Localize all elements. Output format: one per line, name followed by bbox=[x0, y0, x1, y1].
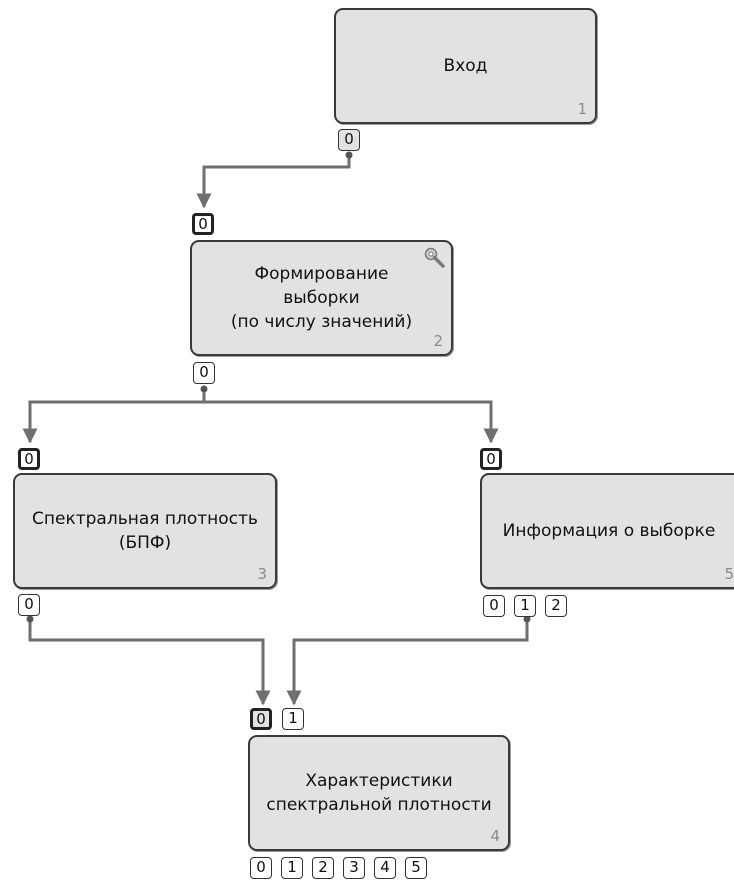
output-port[interactable]: 0 bbox=[338, 129, 360, 151]
node-number: 1 bbox=[577, 100, 587, 118]
wire-dot bbox=[200, 385, 208, 393]
input-port[interactable]: 0 bbox=[18, 448, 40, 470]
wire-3-to-4 bbox=[28, 618, 271, 706]
node-title: Характеристики спектральной плотности bbox=[266, 771, 492, 815]
wire-dot bbox=[523, 615, 531, 623]
output-port[interactable]: 2 bbox=[545, 595, 567, 617]
node-title: Формирование выборки (по числу значений) bbox=[230, 264, 413, 332]
wire-5-to-4 bbox=[286, 618, 529, 706]
node-title: Вход bbox=[443, 56, 488, 76]
wire-2-to-3 bbox=[22, 388, 206, 444]
node-informaciya-o-vyborke[interactable]: Информация о выборке 5 bbox=[480, 473, 734, 589]
output-port[interactable]: 0 bbox=[483, 595, 505, 617]
input-port[interactable]: 1 bbox=[282, 708, 304, 730]
node-vhod[interactable]: Вход 1 bbox=[334, 8, 597, 124]
node-number: 4 bbox=[490, 827, 500, 845]
node-number: 3 bbox=[257, 565, 267, 583]
output-port[interactable]: 1 bbox=[514, 595, 536, 617]
node-spektralnaya-plotnost[interactable]: Спектральная плотность (БПФ) 3 bbox=[13, 473, 277, 589]
wire-dot bbox=[26, 615, 34, 623]
output-port[interactable]: 0 bbox=[193, 362, 215, 384]
wire-dot bbox=[345, 151, 353, 159]
node-number: 5 bbox=[724, 565, 734, 583]
output-port[interactable]: 2 bbox=[312, 857, 334, 879]
output-port[interactable]: 0 bbox=[18, 594, 40, 616]
output-port[interactable]: 5 bbox=[405, 857, 427, 879]
output-port[interactable]: 1 bbox=[281, 857, 303, 879]
wrench-icon[interactable] bbox=[423, 246, 447, 270]
node-number: 2 bbox=[433, 332, 443, 350]
wire-1-to-2 bbox=[196, 154, 351, 209]
output-port[interactable]: 4 bbox=[374, 857, 396, 879]
node-title: Информация о выборке bbox=[502, 521, 716, 541]
input-port[interactable]: 0 bbox=[250, 708, 272, 730]
input-port[interactable]: 0 bbox=[192, 213, 214, 235]
output-port[interactable]: 0 bbox=[250, 857, 272, 879]
output-port[interactable]: 3 bbox=[343, 857, 365, 879]
node-harakteristiki[interactable]: Характеристики спектральной плотности 4 bbox=[248, 735, 510, 851]
node-title: Спектральная плотность (БПФ) bbox=[32, 509, 258, 553]
input-port[interactable]: 0 bbox=[480, 448, 502, 470]
wire-2-to-5 bbox=[204, 400, 499, 444]
node-formirovanie-vyborki[interactable]: Формирование выборки (по числу значений)… bbox=[190, 240, 453, 356]
